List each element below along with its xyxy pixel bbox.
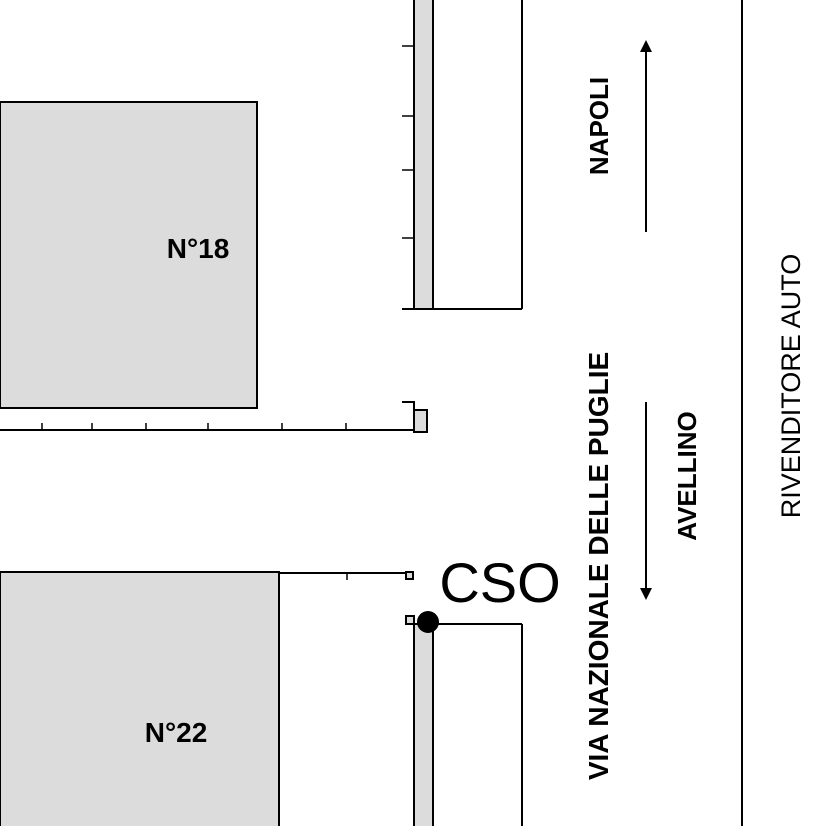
street-name-label: VIA NAZIONALE DELLE PUGLIE (583, 352, 614, 780)
lower-fence (279, 571, 414, 580)
building-n18-label: N°18 (167, 233, 230, 264)
building-n22-label: N°22 (145, 717, 208, 748)
sidewalk-upper (402, 0, 523, 310)
direction-avellino-label: AVELLINO (672, 411, 702, 541)
car-dealer-label: RIVENDITORE AUTO (776, 254, 806, 519)
cso-marker: CSO (417, 551, 561, 633)
building-n18: N°18 (0, 101, 258, 409)
cso-label: CSO (439, 551, 560, 614)
location-dot-icon (417, 611, 439, 633)
building-n22: N°22 (0, 571, 280, 826)
direction-napoli-label: NAPOLI (584, 77, 614, 175)
fence-line (0, 401, 428, 433)
sidewalk-lower (405, 615, 523, 826)
